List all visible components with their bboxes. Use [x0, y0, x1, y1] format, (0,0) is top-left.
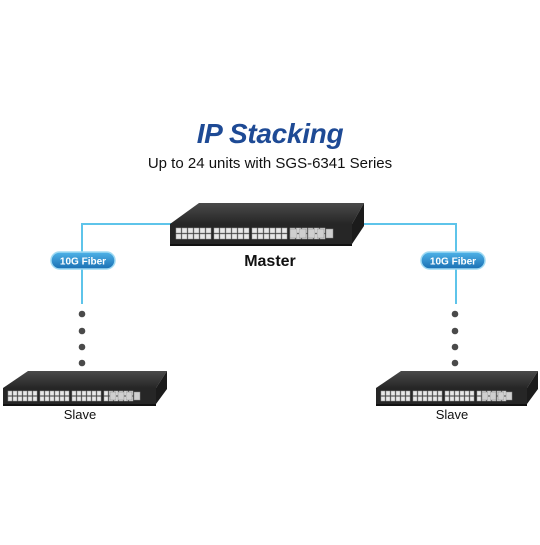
slave-label-right: Slave [435, 407, 469, 422]
slave-switch-left [3, 371, 167, 406]
continuation-dots-right [451, 310, 459, 367]
link-badge-left: 10G Fiber [50, 251, 116, 270]
slave-switch-right [376, 371, 538, 406]
link-badge-left-text: 10G Fiber [60, 257, 106, 268]
master-switch [170, 203, 364, 246]
link-badge-right: 10G Fiber [420, 251, 486, 270]
link-lines [81, 223, 457, 304]
diagram-subtitle: Up to 24 units with SGS-6341 Series [147, 155, 393, 172]
master-label: Master [244, 253, 296, 270]
slave-right-port-panel [380, 390, 513, 402]
link-line-right [358, 223, 457, 304]
slave-left-port-panel [7, 390, 141, 402]
link-badge-right-text: 10G Fiber [430, 257, 476, 268]
continuation-dots-left [78, 310, 86, 367]
link-line-left [81, 223, 174, 304]
slave-label-left: Slave [63, 407, 97, 422]
master-port-panel [175, 227, 334, 240]
diagram-title: IP Stacking [196, 118, 344, 149]
